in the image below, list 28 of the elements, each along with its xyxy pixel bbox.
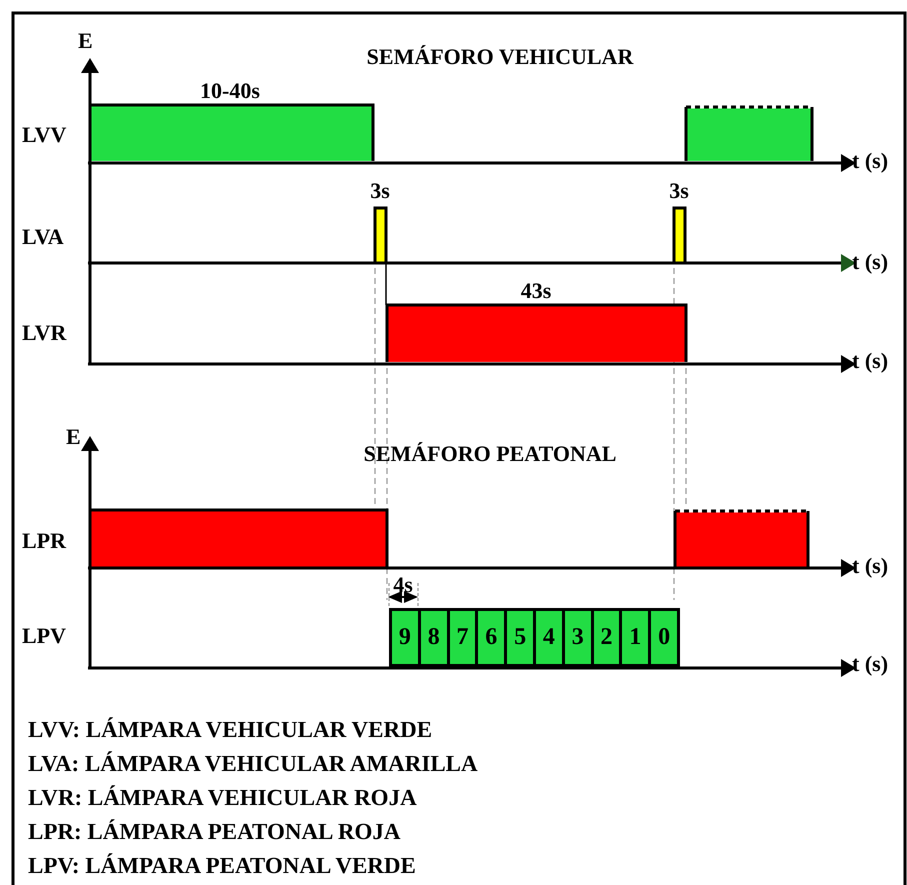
signal-label: LVA <box>22 226 64 248</box>
axis-label: E <box>66 426 81 448</box>
legend-text: LVR: LÁMPARA VEHICULAR ROJA <box>28 786 417 809</box>
legend-text: LPV: LÁMPARA PEATONAL VERDE <box>28 854 416 877</box>
axis-label: t (s) <box>852 150 888 172</box>
countdown-cell: 0 <box>648 608 680 667</box>
chart-title: SEMÁFORO PEATONAL <box>364 443 616 465</box>
duration-label: 4s <box>393 574 413 596</box>
countdown-cell: 9 <box>389 608 421 667</box>
signal-label: LPR <box>22 530 66 552</box>
countdown-cell: 5 <box>504 608 536 667</box>
signal-label: LPV <box>22 625 66 647</box>
countdown-cell: 4 <box>533 608 565 667</box>
signal-label: LVR <box>22 322 66 344</box>
axis-label: t (s) <box>852 653 888 675</box>
duration-label: 3s <box>669 180 689 202</box>
duration-label: 3s <box>370 180 390 202</box>
duration-label: 10-40s <box>200 80 260 102</box>
duration-label: 43s <box>520 280 552 302</box>
axis-label: t (s) <box>852 251 888 273</box>
axis-label: t (s) <box>852 350 888 372</box>
legend-text: LPR: LÁMPARA PEATONAL ROJA <box>28 820 400 843</box>
legend-text: LVV: LÁMPARA VEHICULAR VERDE <box>28 718 432 741</box>
axis-label: E <box>78 30 93 52</box>
legend-text: LVA: LÁMPARA VEHICULAR AMARILLA <box>28 752 478 775</box>
signal-label: LVV <box>22 124 66 146</box>
axis-label: t (s) <box>852 555 888 577</box>
chart-title: SEMÁFORO VEHICULAR <box>366 46 634 68</box>
